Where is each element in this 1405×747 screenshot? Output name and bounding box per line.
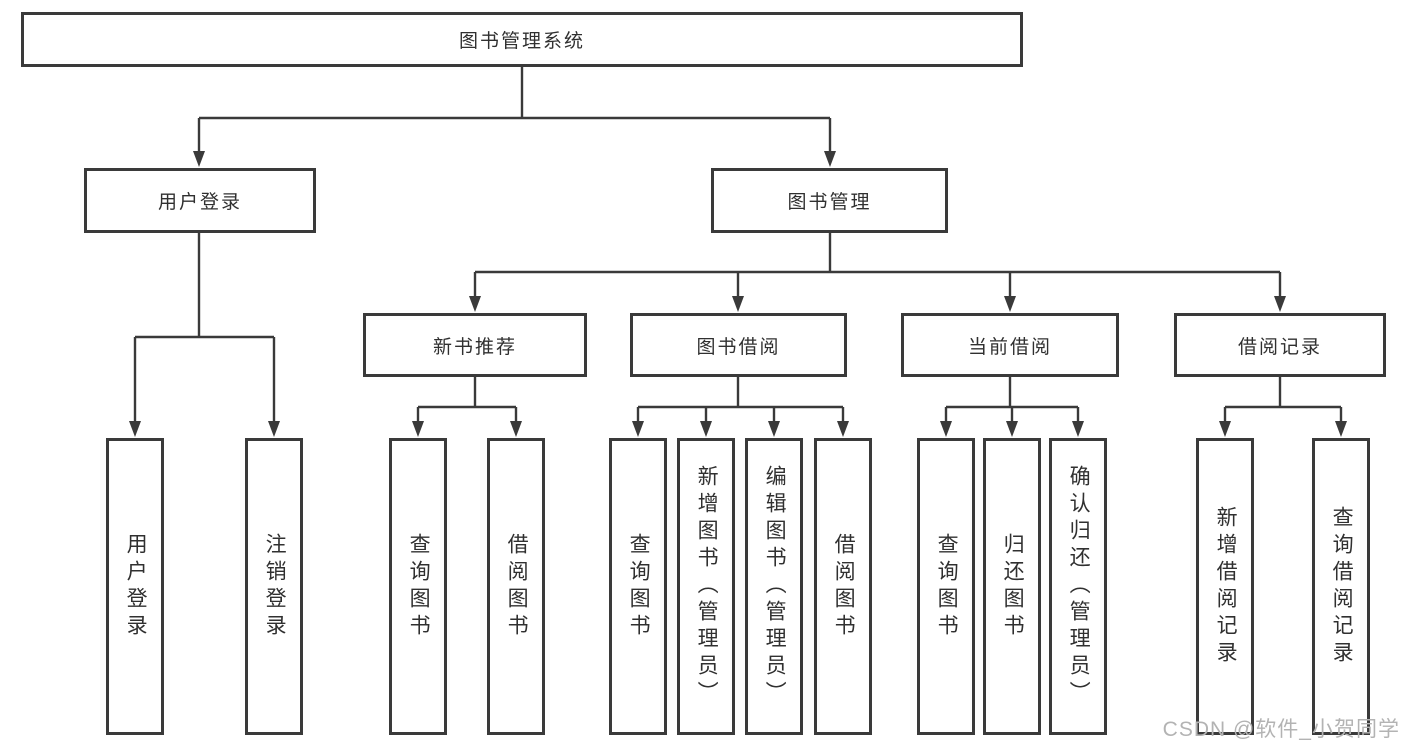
node-current-borrowing: 当前借阅	[901, 313, 1119, 377]
node-new-book-recommendation: 新书推荐	[363, 313, 587, 377]
node-borrowing-records: 借阅记录	[1174, 313, 1386, 377]
node-book-management: 图书管理	[711, 168, 948, 233]
csdn-watermark: CSDN @软件_小贺同学	[1162, 718, 1400, 741]
leaf-borrow-books-1: 借阅图书	[487, 438, 545, 735]
leaf-edit-books-admin: 编辑图书（管理员）	[745, 438, 803, 735]
leaf-add-books-admin: 新增图书（管理员）	[677, 438, 735, 735]
leaf-return-books: 归还图书	[983, 438, 1041, 735]
leaf-confirm-return-admin: 确认归还（管理员）	[1049, 438, 1107, 735]
node-library-management-system: 图书管理系统	[21, 12, 1023, 67]
leaf-add-borrow-record: 新增借阅记录	[1196, 438, 1254, 735]
leaf-query-books-3: 查询图书	[917, 438, 975, 735]
leaf-query-borrow-record: 查询借阅记录	[1312, 438, 1370, 735]
leaf-logout: 注销登录	[245, 438, 303, 735]
node-book-borrowing: 图书借阅	[630, 313, 847, 377]
leaf-user-login: 用户登录	[106, 438, 164, 735]
leaf-query-books-1: 查询图书	[389, 438, 447, 735]
leaf-borrow-books-2: 借阅图书	[814, 438, 872, 735]
node-user-login: 用户登录	[84, 168, 316, 233]
leaf-query-books-2: 查询图书	[609, 438, 667, 735]
